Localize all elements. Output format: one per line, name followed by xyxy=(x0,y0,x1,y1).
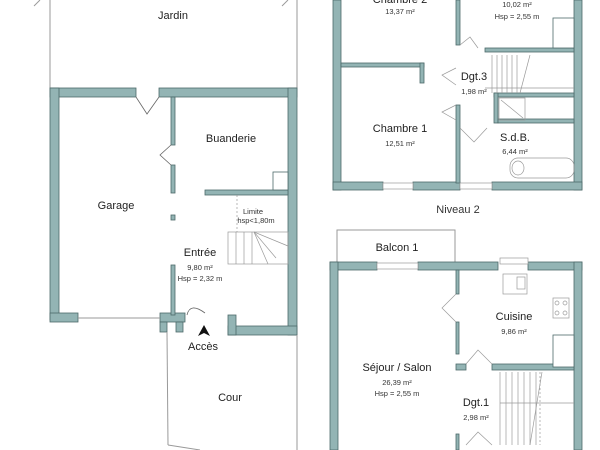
level-label-niveau-2: Niveau 2 xyxy=(436,204,480,216)
room-hsp-entree: Hsp = 2,32 m xyxy=(177,274,223,283)
room-label-sejour-salon: Séjour / Salon xyxy=(362,362,432,374)
room-hsp-chambre-3: Hsp = 2,55 m xyxy=(494,12,540,21)
room-hsp-sejour-salon: Hsp = 2,55 m xyxy=(374,389,420,398)
access-label: Accès xyxy=(188,341,218,353)
jardin-outline xyxy=(33,0,298,88)
niveau2-fixtures xyxy=(441,36,575,179)
room-label-entree: Entrée xyxy=(183,247,217,259)
room-area-entree: 9,80 m² xyxy=(187,263,213,272)
room-area-cuisine: 9,86 m² xyxy=(501,327,527,336)
room-label-sdb: S.d.B. xyxy=(500,132,530,144)
stair-height-note-line1: Limite xyxy=(242,207,264,216)
room-label-cuisine: Cuisine xyxy=(495,311,533,323)
room-label-chambre-2: Chambre 2 xyxy=(372,0,428,6)
room-area-sejour-salon: 26,39 m² xyxy=(382,378,412,387)
cour-outline xyxy=(166,331,298,450)
room-label-dgt1: Dgt.1 xyxy=(462,397,490,409)
room-area-chambre-1: 12,51 m² xyxy=(385,139,415,148)
room-area-chambre-2: 13,37 m² xyxy=(385,7,415,16)
ground-floor-walls xyxy=(49,87,298,336)
room-area-dgt1: 2,98 m² xyxy=(463,413,489,422)
room-label-balcon-1: Balcon 1 xyxy=(375,242,419,254)
room-label-buanderie: Buanderie xyxy=(205,133,257,145)
room-label-chambre-1: Chambre 1 xyxy=(372,123,428,135)
ground-floor-doors xyxy=(135,96,206,316)
niveau1-fixtures xyxy=(441,257,574,446)
room-area-chambre-3: 10,02 m² xyxy=(502,0,532,9)
room-label-jardin: Jardin xyxy=(158,10,188,22)
room-area-sdb: 6,44 m² xyxy=(502,147,528,156)
access-arrow-icon xyxy=(198,325,210,336)
niveau1-walls xyxy=(329,261,583,450)
room-label-garage: Garage xyxy=(97,200,135,212)
room-label-cour: Cour xyxy=(218,392,242,404)
room-label-dgt3: Dgt.3 xyxy=(460,71,488,83)
room-area-dgt3: 1,98 m² xyxy=(461,87,487,96)
ground-floor-stairs xyxy=(227,195,289,265)
stair-height-note-line2: hsp<1,80m xyxy=(237,216,275,225)
niveau2-walls xyxy=(332,0,583,191)
